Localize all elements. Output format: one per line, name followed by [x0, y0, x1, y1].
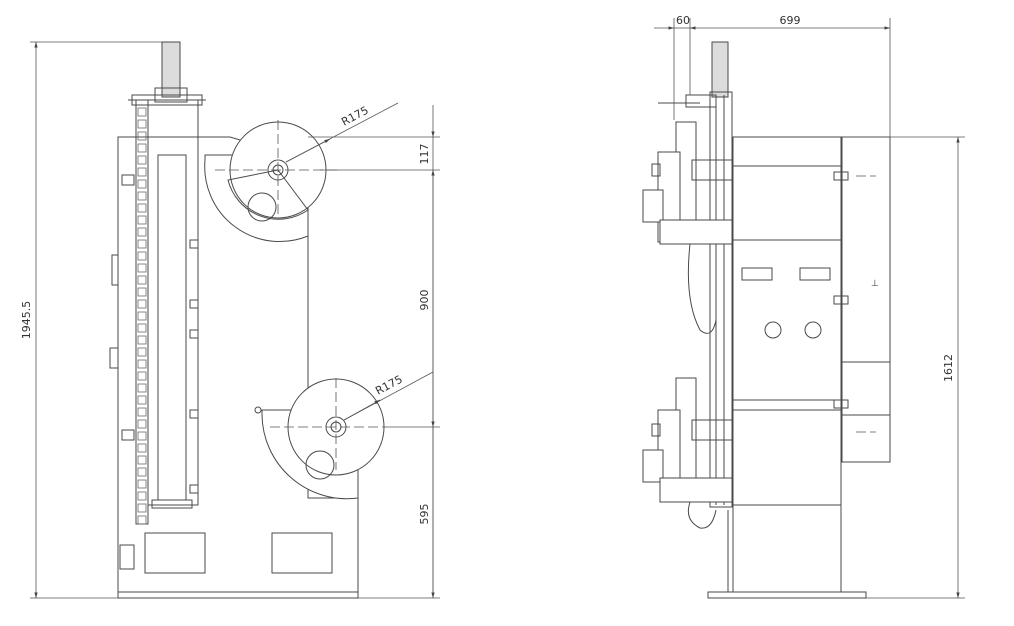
side-motor — [711, 41, 729, 98]
dim-60: 60 — [676, 14, 690, 27]
dim-699: 699 — [780, 14, 801, 27]
chain-link — [137, 155, 147, 165]
chain-link — [137, 467, 147, 477]
dim-radius-top: R175 — [339, 104, 370, 129]
chain-link — [137, 167, 147, 177]
chain-link — [137, 479, 147, 489]
chain-link — [137, 311, 147, 321]
dim-900: 900 — [418, 290, 431, 311]
side-view: ⊥ 60 — [642, 14, 965, 599]
chain-link — [137, 299, 147, 309]
side-top-reel — [642, 121, 733, 334]
handle-left — [741, 267, 773, 281]
chain-link — [137, 359, 147, 369]
chain-link — [137, 143, 147, 153]
chain-link — [137, 407, 147, 417]
side-bottom-reel — [642, 377, 733, 529]
side-dimensions: 60 699 1612 — [654, 14, 965, 599]
chain-link — [137, 455, 147, 465]
chain-link — [137, 515, 147, 525]
chain-link — [137, 239, 147, 249]
chain-link — [137, 179, 147, 189]
chain-link — [137, 131, 147, 141]
chain-link — [137, 191, 147, 201]
chain-link — [137, 431, 147, 441]
chain-link — [137, 275, 147, 285]
chain-link — [137, 335, 147, 345]
chain-links — [137, 107, 147, 525]
chain-link — [137, 203, 147, 213]
chain-link — [137, 419, 147, 429]
chain-link — [137, 491, 147, 501]
chain-link — [137, 251, 147, 261]
chain-link — [137, 215, 147, 225]
bottom-reel — [254, 378, 392, 500]
handle-right — [799, 267, 831, 281]
chain-link — [137, 371, 147, 381]
dim-height-total: 1945.5 — [20, 301, 33, 340]
side-cabinet — [732, 136, 842, 593]
front-view: 1945.5 R175 R175 117 900 595 — [20, 41, 440, 599]
top-motor — [161, 41, 181, 98]
chain-link — [137, 119, 147, 129]
chain-link — [137, 443, 147, 453]
dim-radius-bottom: R175 — [373, 373, 404, 398]
top-reel — [204, 120, 340, 243]
chain-link — [137, 395, 147, 405]
chain-link — [137, 227, 147, 237]
dim-117: 117 — [418, 144, 431, 165]
chain-link — [137, 323, 147, 333]
panel-right — [271, 532, 333, 574]
side-mark: ⊥ — [871, 279, 879, 289]
side-brackets — [109, 174, 199, 494]
dim-1612: 1612 — [942, 354, 955, 382]
chain-link — [137, 347, 147, 357]
dim-595: 595 — [418, 504, 431, 525]
chain-link — [137, 107, 147, 117]
chain-link — [137, 287, 147, 297]
front-dimensions: 1945.5 R175 R175 117 900 595 — [20, 41, 440, 599]
panel-left — [144, 532, 206, 574]
chain-link — [137, 383, 147, 393]
chain-link — [137, 263, 147, 273]
chain-link — [137, 503, 147, 513]
